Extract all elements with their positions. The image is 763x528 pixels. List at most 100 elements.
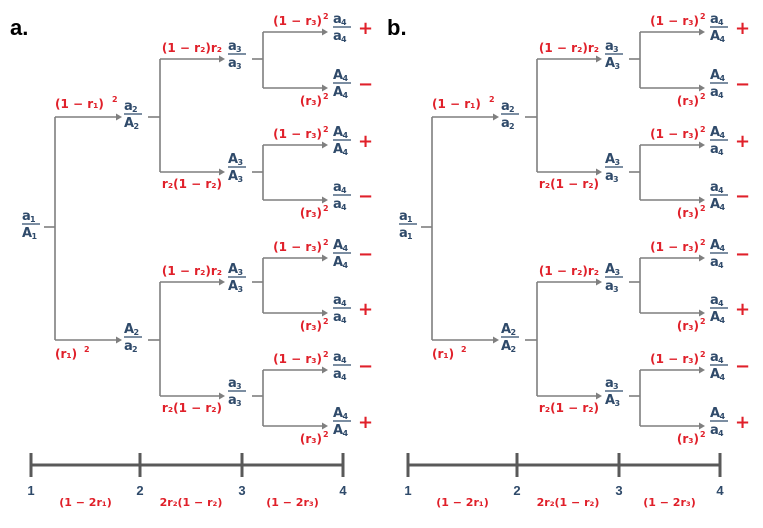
genotype-top: a [22,209,31,224]
genotype-top: a [333,350,342,365]
genotype-top-sub: 3 [238,158,244,167]
probability-label: (1 − r₃)2 [273,125,328,141]
axis-segment-label: (1 − 2r₁) [436,496,488,509]
genotype-bottom: A [228,279,238,294]
genotype-top-sub: 4 [343,74,349,83]
probability-text: (r₃) [300,94,322,108]
arrow-head [322,84,328,92]
genotype-top-sub: 4 [718,186,724,195]
probability-text: (r₁) [432,347,454,361]
probability-text: (1 − r₃) [273,240,322,254]
genotype-bottom: A [333,255,343,270]
probability-label: (r₃)2 [300,430,329,446]
arrow-head [219,55,225,63]
genotype-bottom: A [124,116,134,131]
probability-exponent: 2 [700,12,706,21]
axis-tick-label: 2 [513,483,520,498]
probability-label: (r₃)2 [677,430,706,446]
probability-exponent: 2 [700,430,706,439]
probability-label: r₂(1 − r₂) [539,177,599,191]
probability-text: (1 − r₂)r₂ [162,264,222,278]
genotype-top: a [228,376,237,391]
genotype-bottom: A [710,197,720,212]
genotype-bottom: A [710,367,720,382]
probability-exponent: 2 [489,95,495,104]
genotype-bottom: a [710,255,719,270]
genotype-bottom-sub: 2 [509,122,515,131]
arrow-head [699,196,705,204]
genotype-bottom: a [124,339,133,354]
genotype-bottom: a [710,142,719,157]
genotype-top: a [124,99,133,114]
probability-exponent: 2 [700,204,706,213]
axis-tick-label: 1 [404,483,411,498]
genotype-top: a [710,350,719,365]
axis-tick-label: 1 [27,483,34,498]
genotype-bottom-sub: 3 [238,285,244,294]
genotype-bottom: A [605,393,615,408]
genotype-top-sub: 4 [341,356,347,365]
genotype-bottom-sub: 3 [613,285,619,294]
probability-label: (1 − r₃)2 [650,12,705,28]
genotype-bottom: a [333,197,342,212]
probability-label: (1 − r₂)r₂ [162,41,222,55]
genotype-top: A [501,322,511,337]
genotype-bottom-sub: 2 [511,345,517,354]
sign-marker: − [358,244,373,265]
genotype-bottom-sub: 1 [32,232,38,241]
genotype-top: a [333,293,342,308]
genotype-bottom: A [333,142,343,157]
axis-tick-label: 4 [339,483,347,498]
genotype-bottom-sub: 3 [238,175,244,184]
axis-segment-label: 2r₂(1 − r₂) [160,496,223,509]
probability-text: (r₃) [677,432,699,446]
probability-label: r₂(1 − r₂) [539,401,599,415]
probability-exponent: 2 [323,430,329,439]
arrow-head [116,336,122,344]
arrow-head [699,28,705,36]
genotype-bottom-sub: 3 [613,175,619,184]
genotype-bottom-sub: 4 [343,429,349,438]
probability-label: r₂(1 − r₂) [162,177,222,191]
genotype-bottom: A [228,169,238,184]
genotype-top-sub: 3 [236,45,242,54]
genotype-top-sub: 4 [718,356,724,365]
probability-text: (r₃) [300,319,322,333]
genotype-top-sub: 3 [615,268,621,277]
probability-exponent: 2 [700,92,706,101]
panel-label: b. [387,15,407,40]
genotype-top: A [710,68,720,83]
axis-tick-label: 3 [238,483,245,498]
genotype-bottom: A [22,226,32,241]
sign-marker: − [735,356,750,377]
genotype-bottom-sub: 4 [341,316,347,325]
genotype-top: A [228,262,238,277]
probability-text: (1 − r₂)r₂ [539,264,599,278]
arrow-head [493,336,499,344]
genotype-top: A [333,238,343,253]
genotype-top-sub: 4 [720,244,726,253]
probability-text: (1 − r₃) [650,352,699,366]
probability-text: (r₃) [677,94,699,108]
axis-segment-label: (1 − 2r₃) [266,496,318,509]
genotype-bottom: a [605,169,614,184]
genotype-bottom: A [605,56,615,71]
genotype-top: a [710,180,719,195]
genotype-bottom-sub: 4 [341,373,347,382]
probability-label: (1 − r₃)2 [273,238,328,254]
probability-label: (1 − r₃)2 [273,12,328,28]
sign-marker: + [358,131,373,152]
probability-label: (1 − r₁)2 [55,95,118,111]
probability-text: (r₃) [300,432,322,446]
panel-label: a. [10,15,28,40]
